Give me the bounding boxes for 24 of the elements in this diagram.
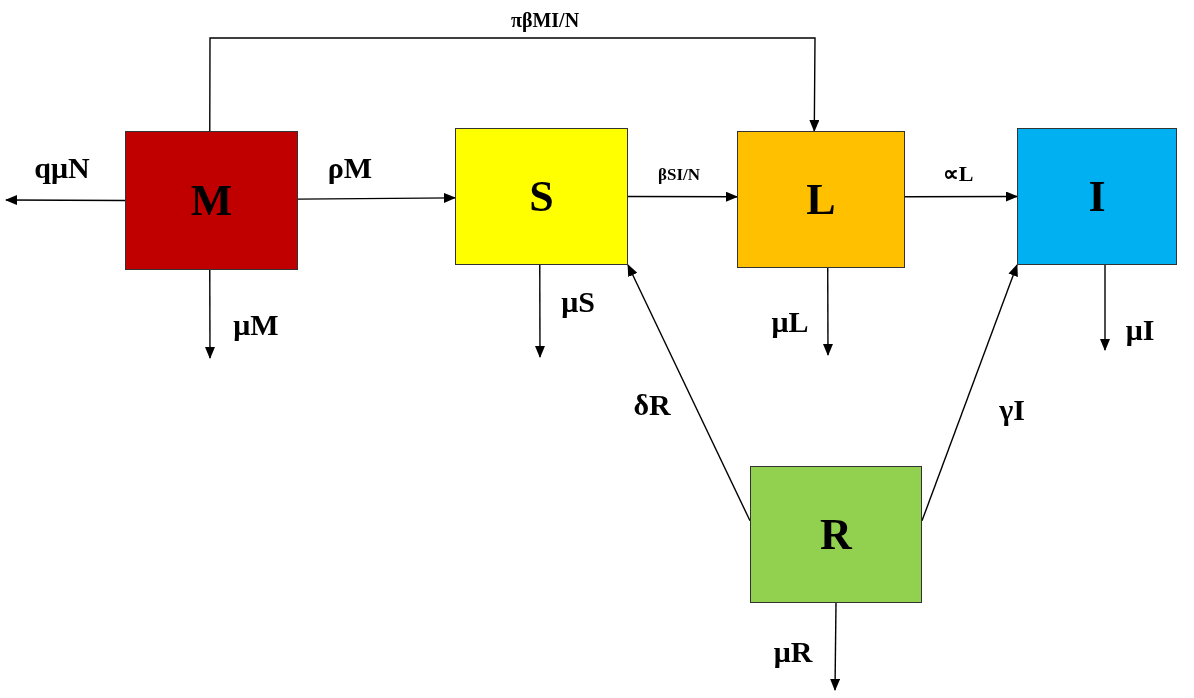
compartment-box <box>737 131 905 268</box>
compartment-box <box>750 466 922 603</box>
arrow <box>627 191 738 202</box>
arrow <box>5 195 126 206</box>
compartment-label: M <box>190 178 233 223</box>
arrow <box>297 192 456 203</box>
arrow <box>1100 264 1110 351</box>
edge-label: βSI/N <box>656 165 702 183</box>
arrow <box>209 37 820 132</box>
arrow <box>534 264 545 358</box>
arrow <box>830 602 841 691</box>
compartment-box <box>455 128 628 265</box>
arrow <box>822 267 833 356</box>
compartment-label: R <box>820 512 852 557</box>
compartment-label: L <box>806 177 836 222</box>
compartment-box <box>125 131 298 270</box>
compartment-label: I <box>1088 174 1106 219</box>
arrow <box>921 264 1018 522</box>
edge-label: πβMI/N <box>508 10 582 30</box>
arrow <box>904 191 1018 202</box>
arrow <box>627 264 751 522</box>
compartment-label: S <box>529 174 554 219</box>
arrow <box>204 269 215 359</box>
compartment-box <box>1017 128 1177 265</box>
